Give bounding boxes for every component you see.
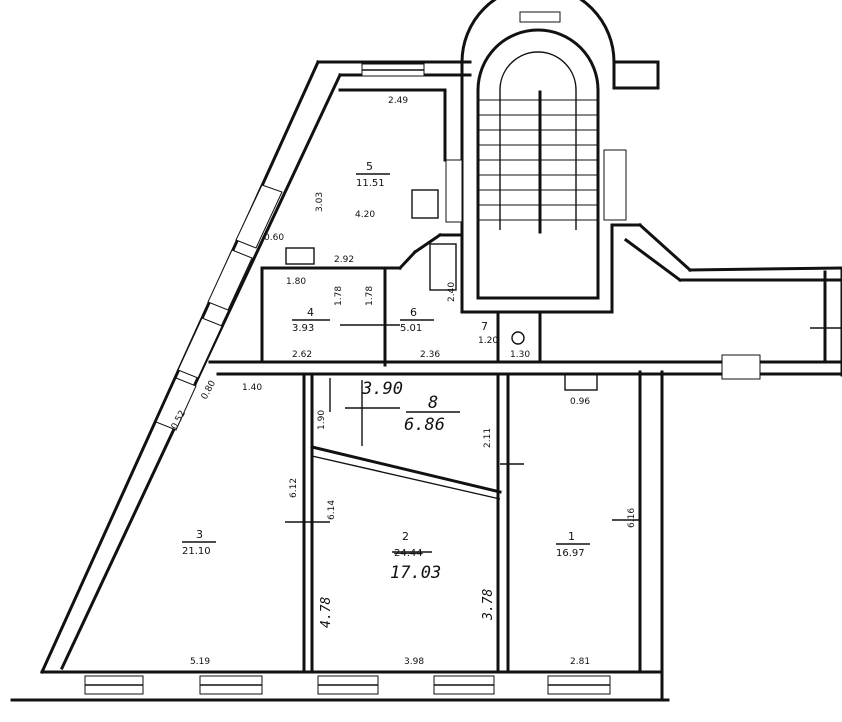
room-4-top-width: 1.80 (286, 277, 306, 287)
room-6-number: 6 (410, 306, 417, 319)
room-5-height: 4.20 (355, 210, 375, 220)
left-wall-dimension-a: 0.80 (200, 379, 218, 402)
room-5-lower-width: 2.92 (334, 255, 354, 265)
room-1-number: 1 (568, 530, 575, 543)
room-3-width: 5.19 (190, 657, 210, 667)
room-8-width: 3.90 (361, 379, 403, 399)
interior-walls (208, 189, 842, 674)
room-1-area: 16.97 (556, 548, 585, 559)
room-5-small-label: 0.60 (264, 233, 284, 243)
room-2-area: 17.03 (390, 563, 441, 583)
room-2-length-right: 3.78 (481, 589, 496, 621)
room-3-area: 21.10 (182, 546, 211, 557)
room-1-length: 6.16 (627, 508, 637, 528)
hall-window-dimension: 0.96 (570, 397, 590, 407)
stair-treads (478, 99, 598, 221)
room-3-label: 3 21.10 5.19 6.12 (182, 478, 299, 667)
room-2-area-struck: 24.44 (394, 548, 423, 559)
room-2-label: 2 24.44 17.03 3.98 4.78 3.78 6.14 (319, 500, 496, 667)
room-4-area: 3.93 (292, 323, 314, 334)
room-5-area: 11.51 (356, 178, 385, 189)
room-7-number: 7 (481, 320, 488, 333)
room-5-number: 5 (366, 160, 373, 173)
room-3-length: 6.12 (289, 478, 299, 498)
left-windows (155, 184, 283, 431)
corridor-left-dimension: 1.40 (242, 383, 262, 393)
room-6-side-length: 2.40 (447, 282, 457, 302)
dimension-ticks (285, 324, 842, 523)
room-4-label: 4 3.93 1.80 2.62 1.78 (286, 277, 344, 360)
room-8-number: 8 (428, 393, 438, 413)
room-5-width: 2.49 (388, 96, 408, 106)
room-8-side-length: 2.11 (483, 428, 493, 448)
room-6-width: 2.36 (420, 350, 440, 360)
room-7-width: 1.30 (510, 350, 530, 360)
room-2-number: 2 (402, 530, 409, 543)
stair-tower (445, 0, 660, 314)
room-7-label: 7 1.20 1.30 (478, 320, 530, 360)
room-5-length: 3.03 (315, 192, 325, 212)
room-1-width: 2.81 (570, 657, 590, 667)
room-8-area: 6.86 (404, 415, 445, 435)
room-2-length-left: 4.78 (319, 597, 334, 628)
room-2-width: 3.98 (404, 657, 424, 667)
room-6-length: 1.78 (365, 286, 375, 306)
top-window (361, 63, 425, 77)
bottom-windows (84, 675, 611, 695)
room-4-number: 4 (307, 306, 314, 319)
room-1-label: 1 16.97 2.81 6.16 (556, 508, 637, 667)
room-2-upper-length: 6.14 (327, 500, 337, 520)
room-6-label: 6 5.01 2.36 1.78 2.40 (365, 282, 457, 360)
room-8-length: 1.90 (317, 410, 327, 430)
room-4-width: 2.62 (292, 350, 312, 360)
room-4-length: 1.78 (334, 286, 344, 306)
room-6-area: 5.01 (400, 323, 422, 334)
outer-walls (10, 60, 842, 702)
room-3-number: 3 (196, 528, 203, 541)
room-7-area: 1.20 (478, 336, 498, 346)
room-5-label: 5 11.51 2.49 4.20 3.03 2.92 0.60 (264, 96, 408, 265)
room-8-label: 8 6.86 3.90 1.90 2.11 (317, 379, 493, 448)
